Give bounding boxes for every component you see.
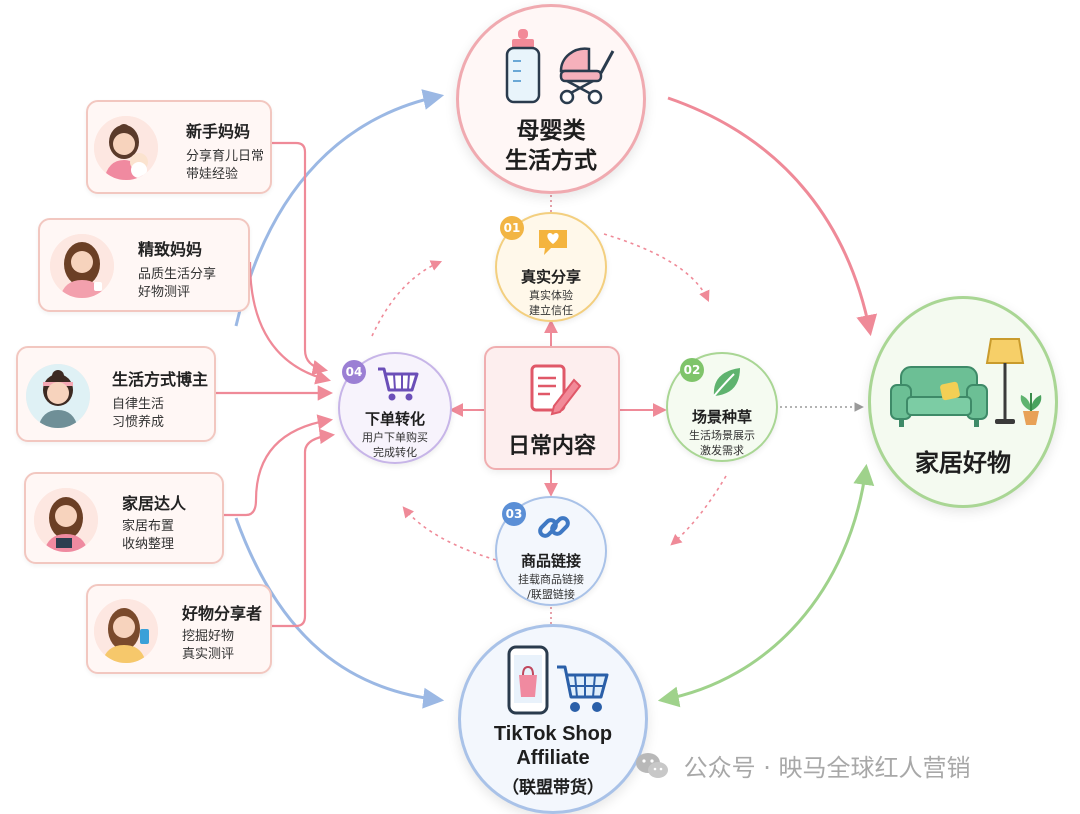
persona-name: 好物分享者 (182, 604, 263, 623)
step-04-title: 下单转化 (364, 410, 425, 428)
leaf-icon (710, 366, 742, 404)
shopping-cart-icon (555, 663, 611, 719)
lifestyle-blogger-avatar (26, 364, 90, 428)
wechat-icon (634, 751, 670, 781)
refined-mom-avatar (50, 234, 114, 298)
maternal-title-line1: 母婴类 (516, 118, 586, 144)
heart-chat-icon (537, 226, 569, 262)
persona-name: 生活方式博主 (112, 370, 209, 389)
chain-link-icon (537, 510, 571, 548)
step-04-desc-2: 完成转化 (373, 446, 417, 459)
persona-desc-2: 真实测评 (182, 647, 235, 662)
maternal-lifestyle-circle: 母婴类 生活方式 (456, 4, 646, 194)
document-pen-icon (526, 362, 582, 420)
arc-maternal-to-home (667, 96, 878, 337)
step-03-desc-1: 挂载商品链接 (518, 573, 584, 586)
step-04-desc-1: 用户下单购买 (362, 431, 428, 444)
persona-card-home-expert: 家居达人 家居布置 收纳整理 (24, 472, 224, 564)
new-mom-avatar (94, 116, 158, 180)
plant-icon (1017, 391, 1045, 431)
link-persona-5 (272, 428, 336, 628)
step-01-title: 真实分享 (520, 268, 581, 286)
tiktok-affiliate-circle: TikTok Shop Affiliate （联盟带货） (458, 624, 648, 814)
persona-card-new-mom: 新手妈妈 分享育儿日常 带娃经验 (86, 100, 272, 194)
phone-shopping-bag-icon (507, 645, 549, 719)
step-03-badge: 03 (502, 502, 526, 526)
cycle-01-02 (603, 233, 710, 303)
step-02-desc-1: 生活场景展示 (689, 429, 755, 442)
home-goods-title: 家居好物 (915, 449, 1011, 477)
cycle-04-01 (371, 260, 443, 337)
persona-desc-2: 好物测评 (138, 285, 191, 300)
daily-content-box: 日常内容 (484, 346, 620, 470)
persona-name: 新手妈妈 (186, 122, 251, 141)
persona-desc-1: 挖掘好物 (182, 629, 235, 644)
persona-desc-2: 带娃经验 (186, 167, 239, 182)
step-02-desc-2: 激发需求 (700, 444, 744, 457)
step-02-title: 场景种草 (691, 408, 752, 426)
cycle-02-03 (670, 475, 727, 546)
step-03-desc-2: /联盟链接 (527, 588, 575, 601)
step-01-desc-1: 真实体验 (529, 289, 573, 302)
step-01-desc-2: 建立信任 (529, 304, 573, 317)
persona-desc-2: 收纳整理 (122, 537, 175, 552)
persona-desc-1: 品质生活分享 (138, 267, 217, 282)
persona-card-lifestyle-blogger: 生活方式博主 自律生活 习惯养成 (16, 346, 216, 442)
sofa-icon (889, 361, 989, 433)
floor-lamp-icon (985, 335, 1025, 431)
persona-desc-1: 家居布置 (122, 519, 175, 534)
link-persona-4 (224, 414, 334, 517)
link-persona-1 (272, 141, 329, 376)
tiktok-title-line2: Affiliate (516, 747, 590, 769)
center-title: 日常内容 (507, 434, 596, 459)
persona-name: 精致妈妈 (138, 240, 203, 259)
watermark-text: 公众号 · 映马全球红人营销 (683, 754, 971, 782)
goods-sharer-avatar (94, 599, 158, 663)
tiktok-title-line1: TikTok Shop (493, 723, 613, 745)
persona-desc-1: 分享育儿日常 (186, 149, 265, 164)
maternal-title-line2: 生活方式 (505, 148, 597, 174)
persona-name: 家居达人 (122, 494, 187, 513)
persona-desc-2: 习惯养成 (112, 415, 165, 430)
cycle-03-04 (402, 506, 497, 561)
step-02-badge: 02 (680, 358, 704, 382)
tiktok-title-line3: （联盟带货） (502, 778, 604, 798)
persona-card-goods-sharer: 好物分享者 挖掘好物 真实测评 (86, 584, 272, 674)
step-03-title: 商品链接 (520, 552, 581, 570)
baby-bottle-icon (501, 27, 545, 111)
link-persona-2 (248, 261, 331, 385)
watermark: 公众号 · 映马全球红人营销 (634, 748, 971, 784)
step-01-badge: 01 (500, 216, 524, 240)
persona-desc-1: 自律生活 (112, 397, 165, 412)
arc-tiktok-home (657, 463, 875, 708)
cart-icon (376, 366, 420, 406)
persona-card-refined-mom: 精致妈妈 品质生活分享 好物测评 (38, 218, 250, 312)
step-04-badge: 04 (342, 360, 366, 384)
home-goods-circle: 家居好物 (868, 296, 1058, 508)
stroller-icon (553, 43, 619, 109)
home-expert-avatar (34, 488, 98, 552)
